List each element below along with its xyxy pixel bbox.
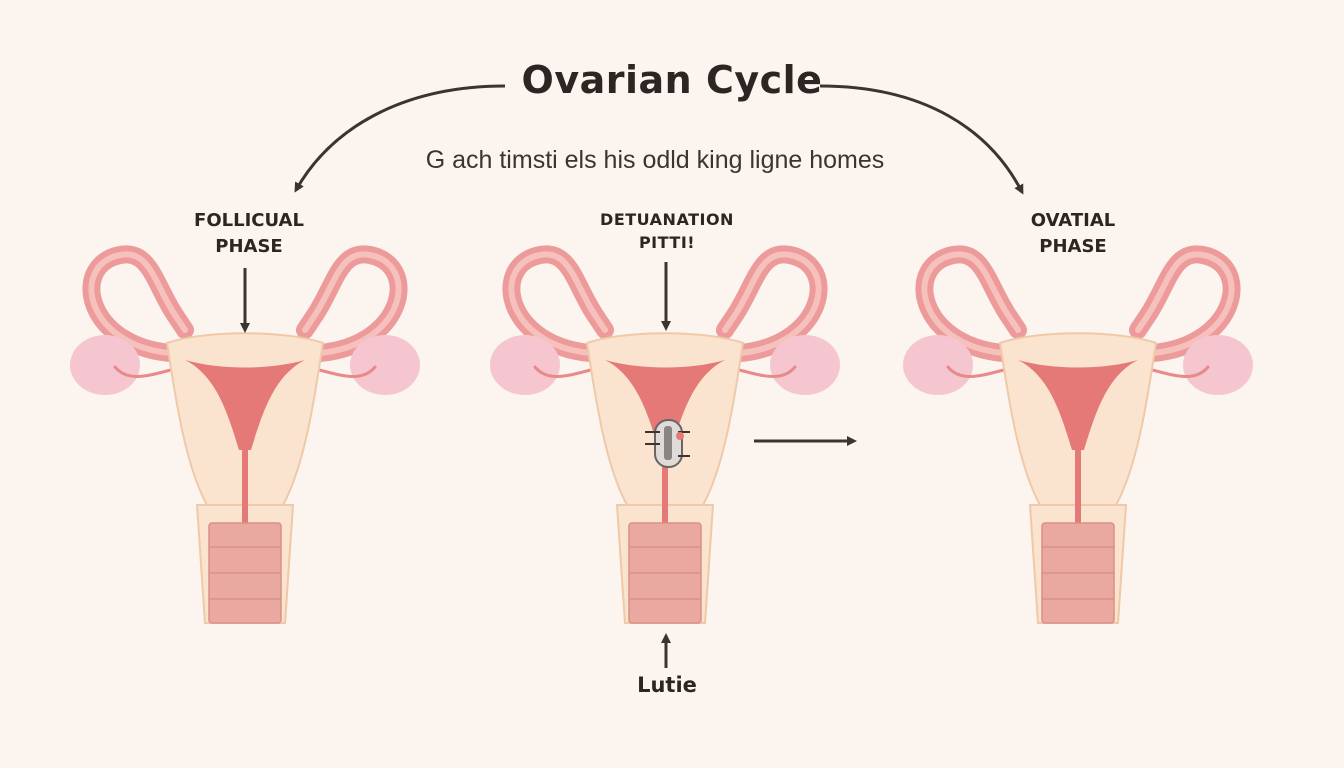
stage-label-left: FOLLICUAL PHASE — [119, 208, 379, 260]
curved-arrow-left-icon — [294, 84, 506, 193]
stage-label-right-line1: OVATIAL — [1030, 210, 1116, 231]
stage-label-middle-line1: DETUANATION — [600, 210, 734, 229]
curved-arrow-right-icon — [819, 84, 1024, 195]
stage-label-right: OVATIAL PHASE — [943, 208, 1203, 260]
stage-label-middle: DETUANATION PITTI! — [537, 208, 797, 254]
stage-label-middle-line2: PITTI! — [638, 233, 696, 253]
stage-label-left-line2: PHASE — [215, 236, 283, 258]
uterus-right-icon — [903, 254, 1253, 623]
stage-label-left-line1: FOLLICUAL — [194, 210, 304, 231]
diagram-subtitle: G ach timsti els his odld king ligne hom… — [425, 146, 885, 174]
tampon-icon — [645, 419, 690, 468]
diagram-title: Ovarian Cycle — [521, 58, 823, 102]
stage-label-right-line2: PHASE — [1039, 236, 1107, 258]
bottom-label: Lutie — [637, 673, 697, 697]
